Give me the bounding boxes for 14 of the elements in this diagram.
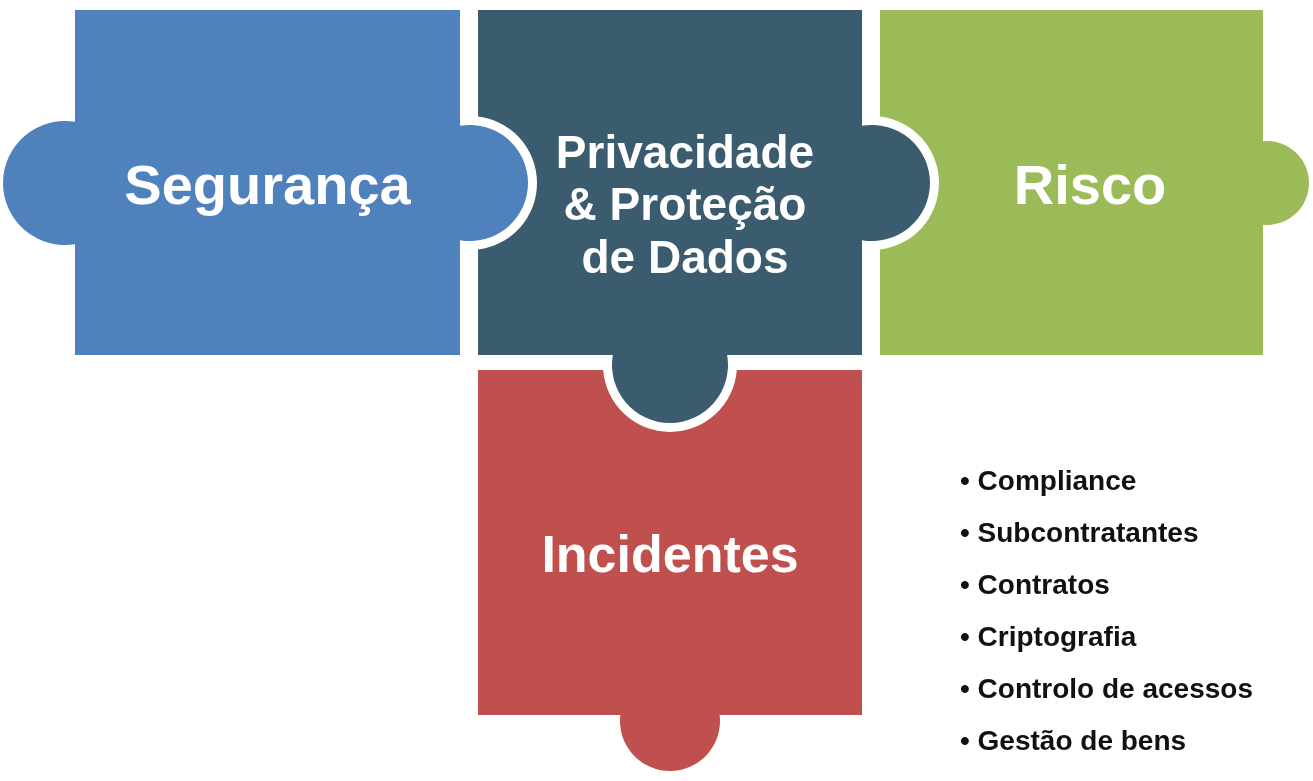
puzzle-piece	[478, 10, 930, 423]
puzzle-piece	[3, 10, 528, 355]
puzzle-piece	[880, 10, 1309, 355]
bullet-item: • Gestão de bens	[960, 724, 1187, 758]
bullet-item: • Compliance	[960, 464, 1137, 498]
bullet-item: • Criptografia	[960, 620, 1137, 654]
bullet-item: • Subcontratantes	[960, 516, 1199, 550]
piece-title: Incidentes	[540, 525, 800, 585]
piece-title: Risco	[1012, 153, 1168, 218]
bullet-item: • Controlo de acessos	[960, 672, 1253, 706]
piece-title: Segurança	[123, 153, 412, 218]
bullet-item: • Contratos	[960, 568, 1110, 602]
piece-title: Privacidade & Proteção de Dados	[554, 125, 816, 285]
puzzle-piece	[478, 370, 862, 771]
